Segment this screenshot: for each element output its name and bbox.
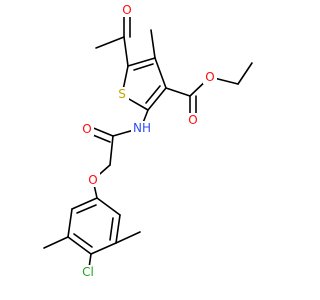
- bond-methyl-right: [115, 231, 141, 244]
- atom-label-amide-oxygen: O: [82, 122, 91, 136]
- molecule-structure: O S O O NH O O: [43, 3, 253, 280]
- bond-acetyl-methyl: [95, 36, 125, 49]
- atom-layer: O S O O NH O O: [78, 3, 217, 280]
- atom-ring-sulfur: S: [115, 87, 129, 102]
- bond-amide-carbonyl: [90, 126, 114, 137]
- bond-ester-carbon: [165, 87, 191, 97]
- atom-amide-oxygen: O: [80, 122, 94, 136]
- bond-benzene-5-6: [115, 214, 121, 244]
- atom-label-ester-oxygen: O: [205, 70, 214, 84]
- bond-benzene-2-3: [67, 208, 73, 238]
- bond-acetyl-ring: [123, 36, 129, 67]
- bond-benzene-5-6-double: [109, 217, 114, 241]
- atom-label-ester-carbonyl-oxygen: O: [188, 113, 197, 127]
- bond-benzene-6-1: [96, 197, 121, 216]
- atom-chlorine: Cl: [78, 265, 98, 280]
- bond-ring-c5-c4-double: [133, 63, 154, 71]
- bond-benzene-3-4-double: [73, 233, 93, 248]
- bond-ring-c5-c4: [127, 57, 156, 67]
- atom-ether-oxygen: O: [86, 173, 100, 187]
- bond-benzene-4-5: [90, 242, 117, 255]
- bond-ethyl-ch3: [237, 62, 253, 85]
- bond-methyl-left: [43, 236, 69, 249]
- atom-label-ether-oxygen: O: [88, 173, 97, 187]
- bond-benzene-1-2-double: [76, 204, 97, 214]
- bond-ring-c3-c2-double: [145, 85, 161, 104]
- molecule-diagram: O S O O NH O O: [43, 3, 253, 280]
- atom-ester-carbonyl-oxygen: O: [186, 113, 200, 127]
- bond-ring-c4-methyl: [150, 29, 156, 59]
- atom-ester-oxygen: O: [203, 70, 217, 84]
- bond-benzene-1-2: [71, 197, 98, 210]
- bond-amide-methylene: [109, 135, 114, 166]
- bond-benzene-3-4: [67, 236, 92, 255]
- bond-layer: [43, 12, 253, 269]
- atom-label-chlorine: Cl: [82, 265, 94, 279]
- atom-acetyl-oxygen: O: [120, 3, 134, 17]
- atom-label-amide-nitrogen: NH: [133, 121, 151, 135]
- atom-amide-nitrogen: NH: [131, 121, 153, 135]
- bond-ring-c4-c3: [154, 57, 167, 89]
- atom-label-acetyl-oxygen: O: [122, 3, 131, 17]
- atom-label-ring-sulfur: S: [118, 87, 126, 101]
- bond-ring-c3-c2: [147, 87, 167, 111]
